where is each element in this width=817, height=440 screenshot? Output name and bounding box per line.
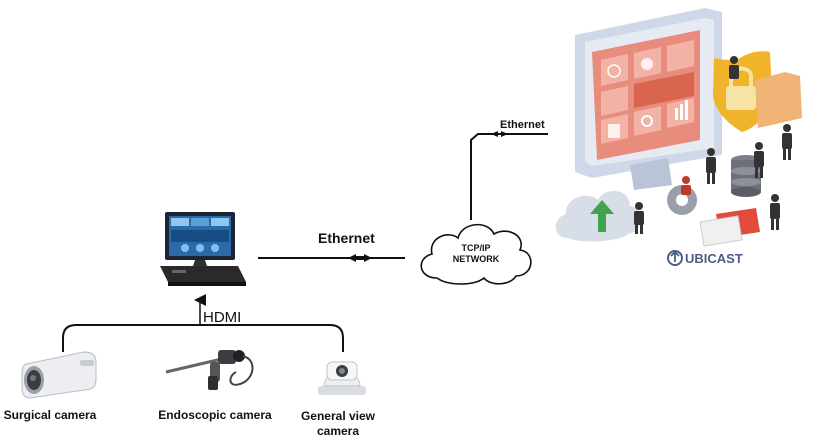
ethernet-right-label: Ethernet [500,119,545,131]
general-view-camera-label-line1: General view [301,409,376,423]
endoscopic-camera-label: Endoscopic camera [158,408,272,422]
surgical-camera-label: Surgical camera [4,408,97,422]
hdmi-bracket [62,294,344,352]
bullet-camera-icon [21,351,97,399]
ubicast-logo-text: UBICAST [685,251,743,266]
workstation-icon [160,212,246,286]
ethernet-left-label: Ethernet [318,230,375,246]
endoscope-icon [165,350,254,390]
platform-illustration [555,8,802,247]
hdmi-label: HDMI [203,309,241,326]
network-label-line2: NETWORK [453,254,500,264]
ethernet-link-left [258,254,405,262]
network-label-line1: TCP/IP [461,243,490,253]
ethernet-link-right [470,131,548,220]
ptz-camera-icon [318,361,366,395]
general-view-camera-label-line2: camera [317,424,359,438]
ubicast-logo: UBICAST [667,250,743,266]
network-cloud-icon [420,223,532,285]
